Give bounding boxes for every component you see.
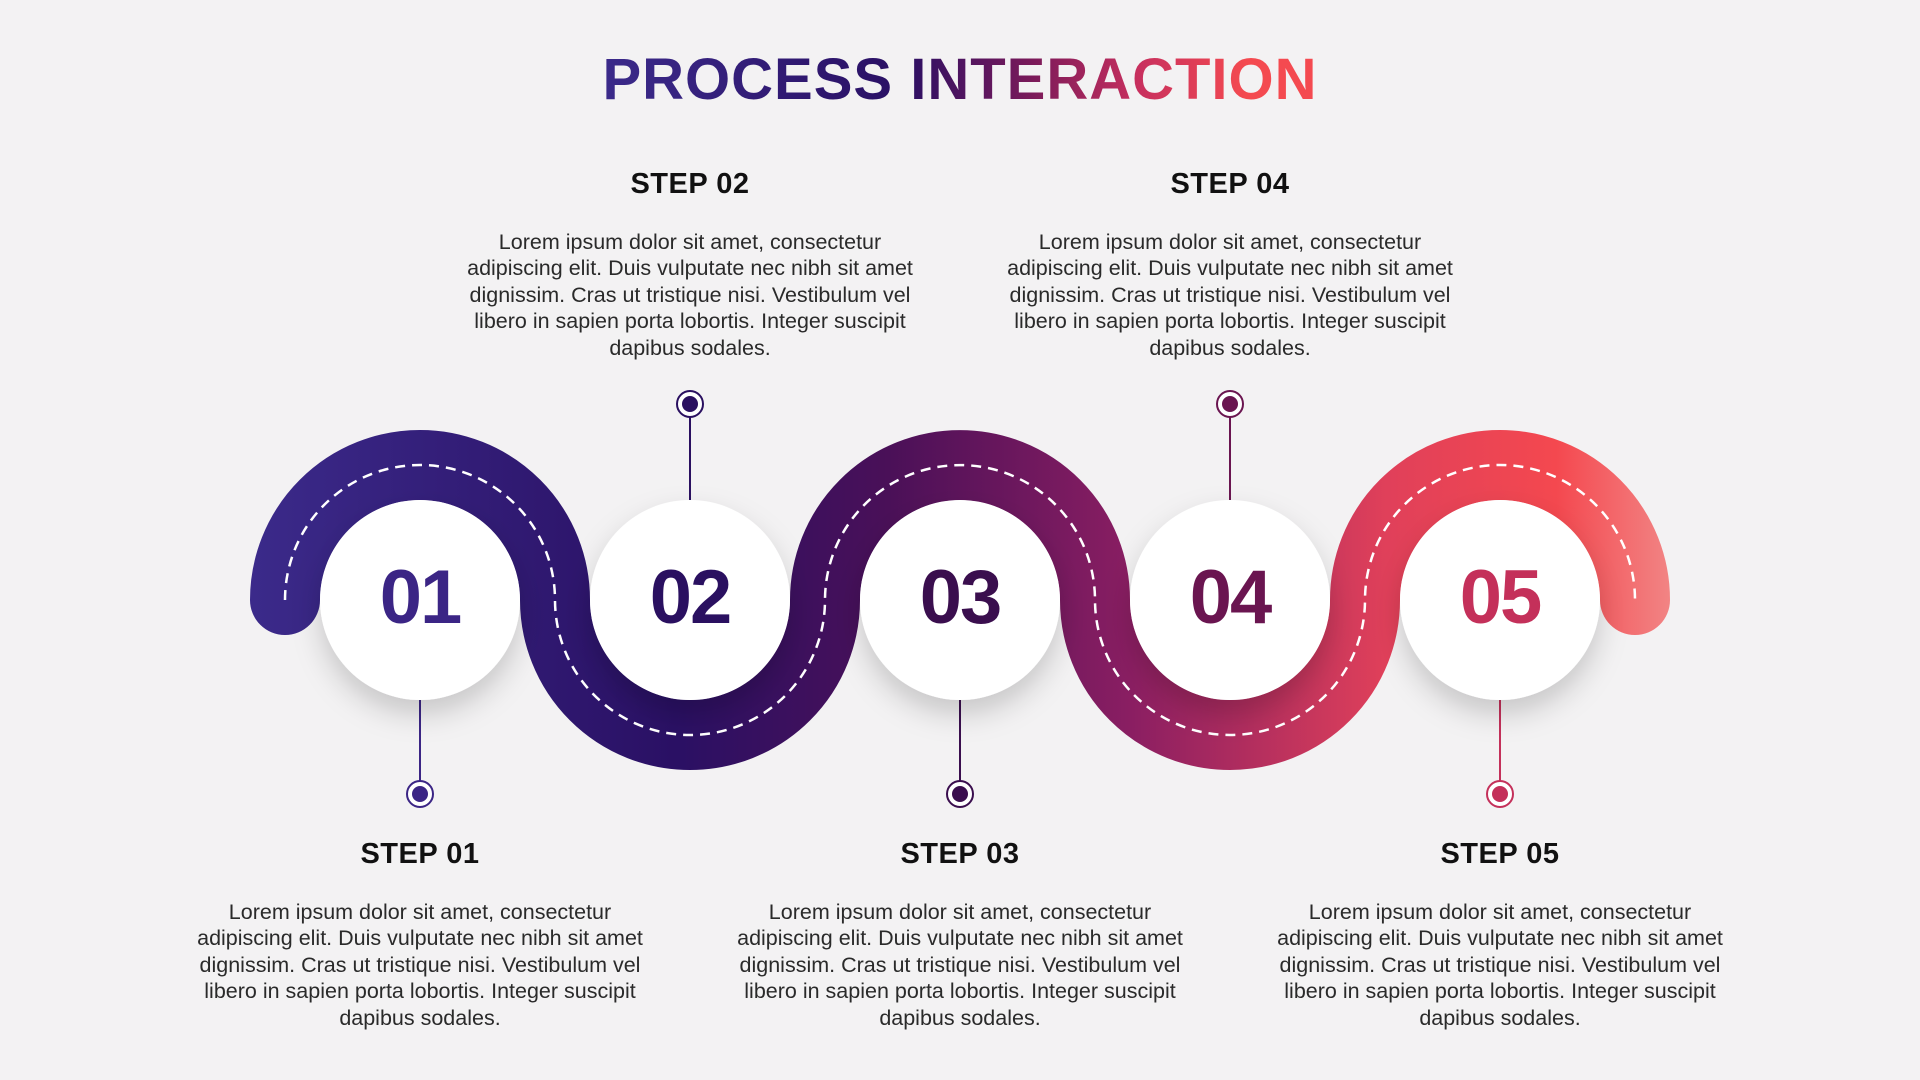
pin-dot: [1492, 786, 1508, 802]
wave-dashed-line: [283, 463, 1637, 737]
step-description: Lorem ipsum dolor sit amet, consectetur …: [197, 900, 643, 1030]
step-description: Lorem ipsum dolor sit amet, consectetur …: [467, 230, 913, 360]
step-01-block: STEP 01 Lorem ipsum dolor sit amet, cons…: [190, 838, 650, 1031]
step-04-block: STEP 04 Lorem ipsum dolor sit amet, cons…: [1000, 168, 1460, 361]
pin-dot: [412, 786, 428, 802]
step-circle: [1130, 500, 1330, 700]
step-number: 02: [649, 555, 733, 640]
step-description: Lorem ipsum dolor sit amet, consectetur …: [1007, 230, 1453, 360]
step-circle: [320, 500, 520, 700]
step-heading: STEP 01: [360, 838, 480, 870]
step-circle: [590, 500, 790, 700]
pin-dot: [1222, 396, 1238, 412]
step-number: 03: [919, 555, 1003, 640]
step-heading: STEP 04: [1170, 168, 1290, 200]
step-number: 01: [379, 555, 463, 640]
pin-dot: [952, 786, 968, 802]
step-heading: STEP 05: [1440, 838, 1560, 870]
step-description: Lorem ipsum dolor sit amet, consectetur …: [737, 900, 1183, 1030]
step-05-block: STEP 05 Lorem ipsum dolor sit amet, cons…: [1270, 838, 1730, 1031]
step-03-block: STEP 03 Lorem ipsum dolor sit amet, cons…: [730, 838, 1190, 1031]
step-circle: [860, 500, 1060, 700]
step-number: 04: [1189, 555, 1273, 640]
step-02-block: STEP 02 Lorem ipsum dolor sit amet, cons…: [460, 168, 920, 361]
page-title: PROCESS INTERACTION: [602, 47, 1318, 112]
step-description: Lorem ipsum dolor sit amet, consectetur …: [1277, 900, 1723, 1030]
step-circle: [1400, 500, 1600, 700]
step-number: 05: [1459, 555, 1543, 640]
step-heading: STEP 03: [900, 838, 1020, 870]
step-heading: STEP 02: [630, 168, 750, 200]
pin-dot: [682, 396, 698, 412]
